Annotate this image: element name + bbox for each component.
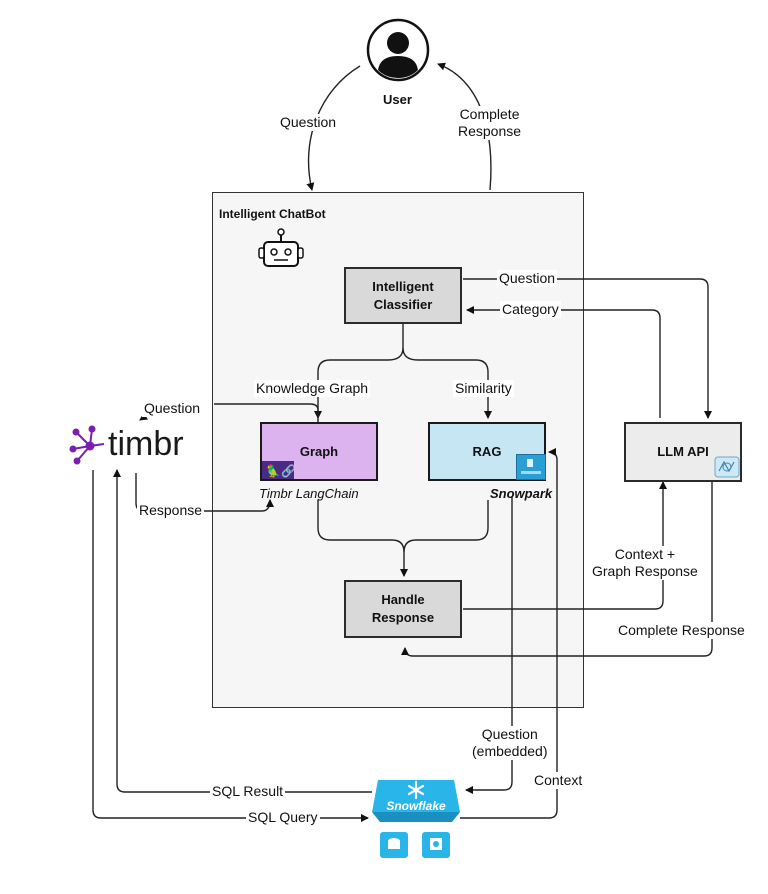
label-response-timbr: Response: [137, 502, 205, 519]
robot-icon: [256, 228, 306, 270]
timbr-logo-icon: [68, 424, 108, 466]
snowflake-wordmark: Snowflake: [386, 799, 446, 813]
edge-classifier-split: [314, 324, 404, 419]
rag-label: RAG: [472, 443, 502, 459]
label-question-user: Question: [278, 114, 339, 131]
label-context-graph: Context + Graph Response: [590, 546, 700, 580]
label-knowledge-graph: Knowledge Graph: [254, 380, 371, 397]
label-complete-response-user: Complete Response: [456, 106, 524, 140]
edge-sql-result: [113, 469, 372, 793]
langchain-icon: 🦜🔗: [262, 461, 296, 479]
intelligent-classifier-node: Intelligent Classifier: [344, 267, 462, 324]
edge-question-embedded: [465, 496, 513, 794]
label-complete-response-llm: Complete Response: [616, 622, 747, 639]
snowflake-icon: [372, 774, 460, 826]
graph-caption: Timbr LangChain: [259, 486, 359, 501]
label-question-llm: Question: [497, 270, 558, 287]
edge-context-graph: [463, 481, 667, 610]
llm-api-label: LLM API: [657, 444, 709, 459]
chatbot-title: Intelligent ChatBot: [219, 207, 326, 221]
graph-label: Graph: [299, 443, 339, 459]
label-category: Category: [500, 301, 561, 318]
snowflake-storage-icons: [378, 830, 454, 860]
edge-question-timbr: [214, 403, 319, 422]
label-question-timbr: Question: [142, 400, 203, 417]
label-context: Context: [532, 772, 585, 789]
user-label: User: [383, 92, 412, 107]
edge-merge: [317, 500, 408, 577]
svg-text:🦜🔗: 🦜🔗: [266, 463, 294, 478]
timbr-wordmark: timbr: [108, 425, 184, 463]
label-similarity: Similarity: [453, 380, 514, 397]
label-sql-query: SQL Query: [246, 809, 320, 826]
handle-response-node: Handle Response: [344, 580, 462, 638]
edge-question-llm: [463, 278, 712, 419]
user-avatar-icon: [366, 18, 430, 82]
edge-sql-query: [92, 470, 369, 822]
label-sql-result: SQL Result: [210, 783, 286, 800]
snowpark-python-icon: [516, 454, 546, 480]
label-question-embedded: Question (embedded): [470, 726, 550, 760]
edge-complete-response-llm: [401, 482, 713, 657]
edge-context: [460, 448, 558, 819]
openai-icon: [714, 456, 740, 478]
edge-category: [466, 306, 661, 418]
rag-caption: Snowpark: [490, 486, 553, 501]
